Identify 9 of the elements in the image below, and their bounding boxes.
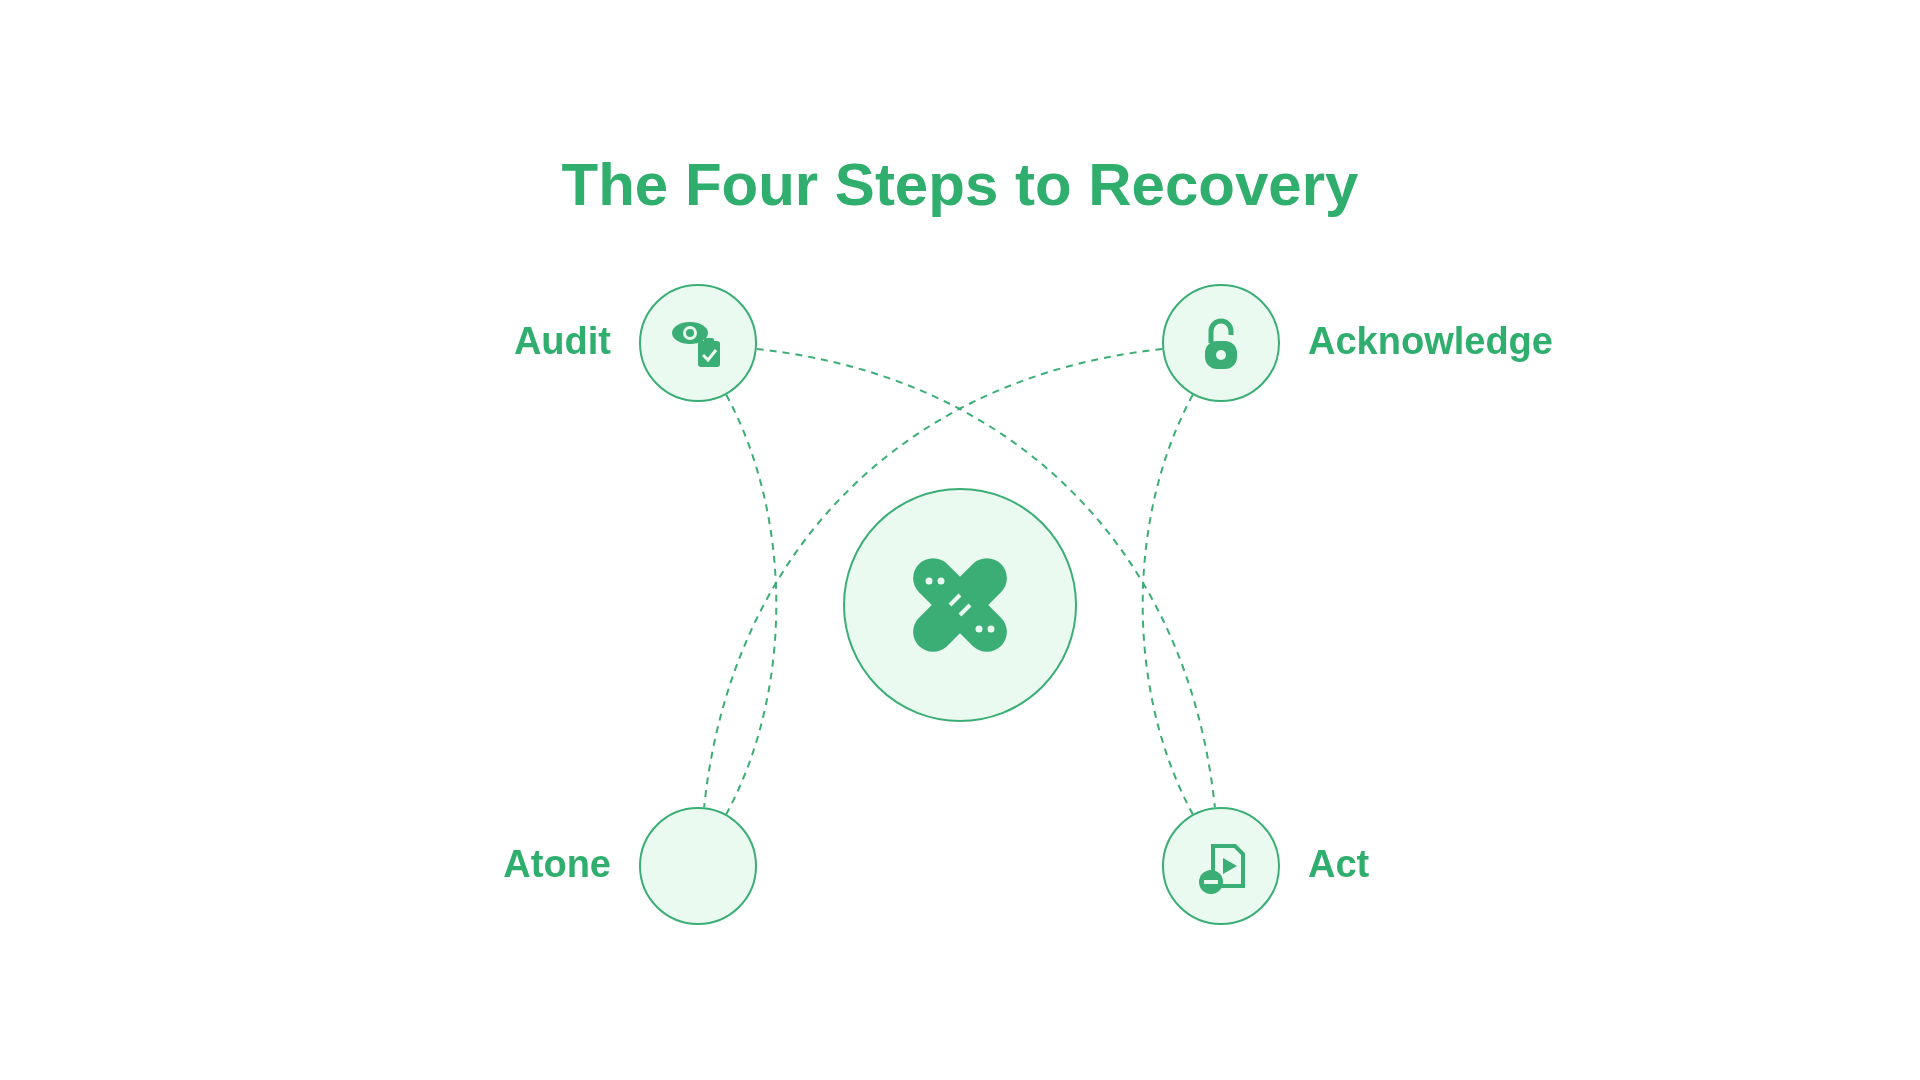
dashed-connector [755,348,1216,809]
step-label: Atone [503,842,611,887]
title: The Four Steps to Recovery [560,150,1360,219]
dashed-connector [703,348,1164,809]
dashed-connector [725,393,778,816]
dashed-connector [1141,393,1194,816]
step-label: Audit [513,319,611,364]
step-label: Act [1308,842,1370,887]
step-label: Acknowledge [1308,319,1553,364]
